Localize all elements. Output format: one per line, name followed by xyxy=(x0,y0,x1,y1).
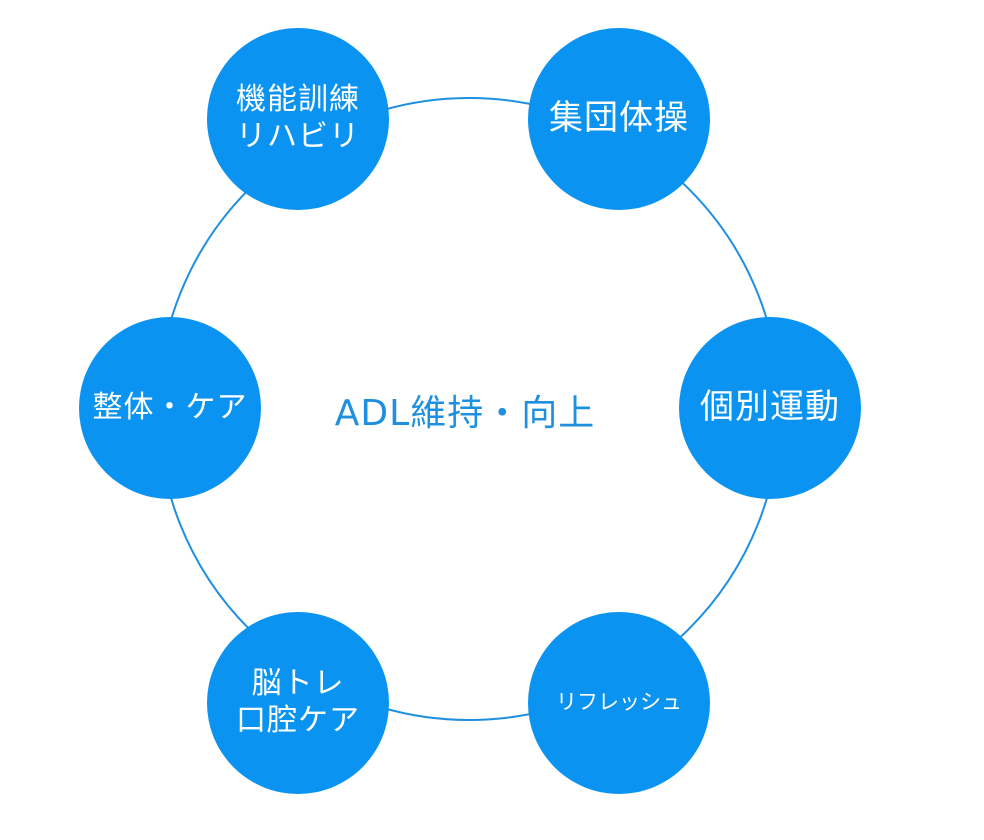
node-label-line-2: リハビリ xyxy=(236,119,360,154)
node-seitai-kea: 整体・ケア xyxy=(79,317,261,499)
node-kobetsu-undou: 個別運動 xyxy=(679,317,861,499)
node-label-line-1: 機能訓練 xyxy=(236,82,360,118)
node-label: 整体・ケア xyxy=(92,389,248,425)
node-label: 個別運動 xyxy=(700,387,840,428)
node-kinou-kunren-rihabiri: 機能訓練 リハビリ xyxy=(207,28,389,210)
node-label-line-2: 口腔ケア xyxy=(236,703,360,738)
node-label: リフレッシュ xyxy=(556,690,682,715)
node-label-line-1: 脳トレ xyxy=(251,666,345,702)
node-label: 集団体操 xyxy=(549,98,689,139)
node-refresh: リフレッシュ xyxy=(528,612,710,794)
node-shudan-taisou: 集団体操 xyxy=(528,28,710,210)
node-noutore-koukuu-kea: 脳トレ 口腔ケア xyxy=(207,612,389,794)
center-title: ADL維持・向上 xyxy=(334,393,596,434)
